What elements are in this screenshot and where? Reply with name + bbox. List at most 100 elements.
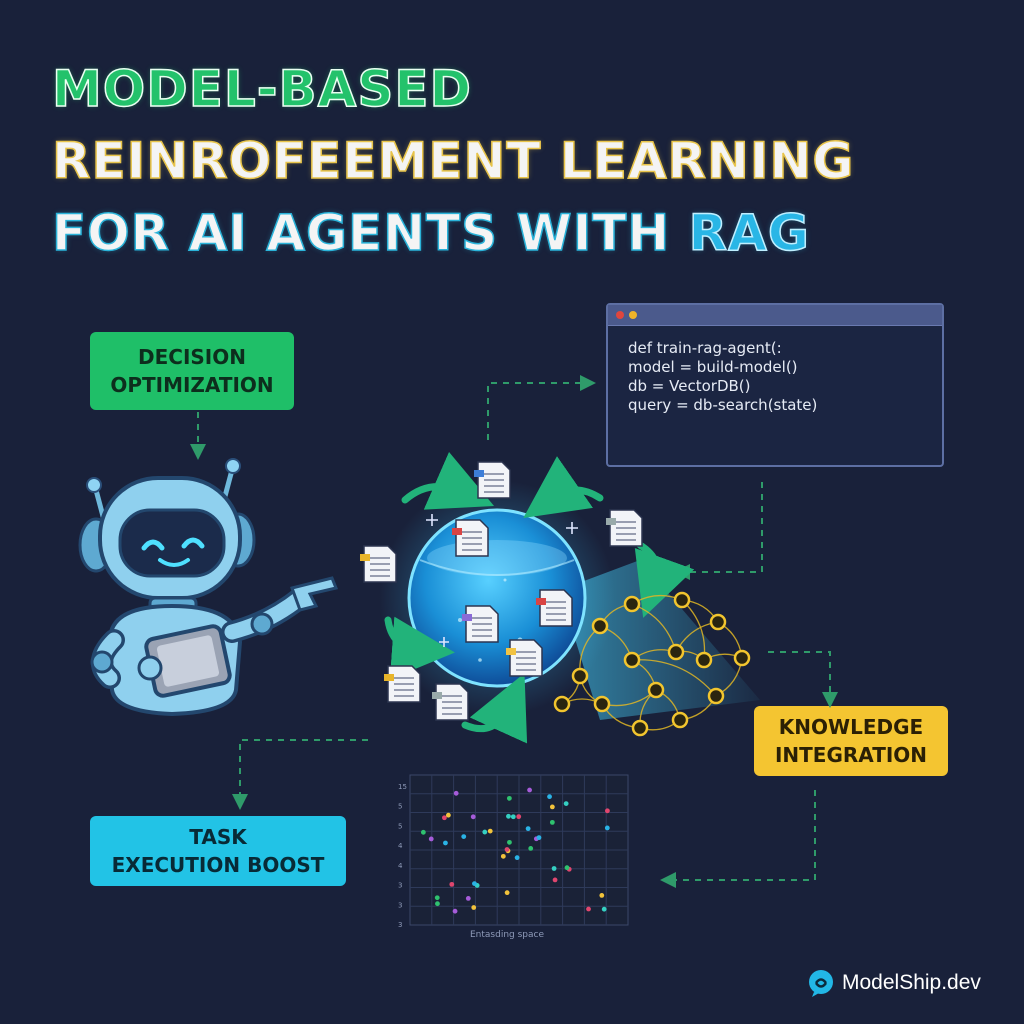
y-tick-label: 5 bbox=[398, 803, 402, 811]
network-node bbox=[571, 667, 589, 685]
scatter-point bbox=[604, 825, 610, 831]
scatter-point bbox=[461, 834, 467, 839]
scatter-point bbox=[500, 853, 506, 859]
scatter-point bbox=[551, 866, 557, 871]
scatter-point bbox=[549, 819, 555, 825]
document-icon bbox=[360, 545, 397, 583]
tag-line: EXECUTION BOOST bbox=[111, 853, 325, 877]
y-tick-label: 3 bbox=[398, 882, 402, 890]
y-tick-label: 4 bbox=[398, 862, 403, 870]
brand: ModelShip.dev bbox=[806, 968, 981, 998]
decision-optimization-tag: DECISION OPTIMIZATION bbox=[90, 332, 294, 410]
title-line-2: REINROFEEMENT LEARNING bbox=[51, 131, 855, 191]
scatter-point bbox=[474, 883, 480, 888]
y-tick-label: 4 bbox=[398, 842, 403, 850]
scatter-point bbox=[487, 828, 493, 834]
document-icon bbox=[474, 461, 511, 499]
scatter-point bbox=[527, 787, 532, 793]
scatter-point bbox=[420, 829, 426, 835]
scatter-point bbox=[505, 848, 511, 854]
title-line-3: FOR AI AGENTS WITH RAG bbox=[51, 203, 810, 263]
sparkle-icon bbox=[426, 514, 578, 647]
document-icon bbox=[536, 589, 573, 627]
chat-logo-icon bbox=[809, 970, 833, 997]
task-execution-boost-tag: TASK EXECUTION BOOST bbox=[90, 816, 346, 886]
scatter-point bbox=[471, 905, 477, 910]
brand-name: ModelShip.dev bbox=[842, 971, 981, 994]
y-tick-label: 15 bbox=[398, 783, 407, 791]
document-icon bbox=[506, 639, 543, 677]
network-node bbox=[709, 613, 727, 631]
network-icon bbox=[553, 591, 751, 737]
scatter-point bbox=[445, 812, 451, 818]
code-window-titlebar bbox=[608, 305, 942, 326]
title-rag-accent: RAG bbox=[688, 203, 810, 263]
cycle-arrow-icon bbox=[384, 451, 695, 744]
scatter-point bbox=[470, 814, 476, 820]
scatter-point bbox=[506, 795, 512, 801]
scatter-point bbox=[435, 901, 440, 907]
code-body: def train-rag-agent(: model = build-mode… bbox=[628, 339, 817, 415]
scatter-point bbox=[434, 895, 440, 901]
document-icon bbox=[384, 665, 421, 703]
scatter-point bbox=[552, 877, 558, 883]
scatter-point bbox=[449, 881, 455, 887]
tag-line: INTEGRATION bbox=[774, 743, 928, 767]
scatter-point bbox=[563, 801, 569, 807]
network-node bbox=[593, 695, 611, 713]
scatter-point bbox=[506, 813, 511, 819]
scatter-point bbox=[443, 840, 448, 846]
network-node bbox=[623, 651, 641, 669]
y-tick-label: 3 bbox=[398, 901, 402, 909]
network-node bbox=[623, 595, 641, 613]
code-window: def train-rag-agent(: model = build-mode… bbox=[606, 303, 944, 467]
document-icon bbox=[432, 683, 469, 721]
scatter-point bbox=[442, 815, 447, 821]
network-node bbox=[707, 687, 725, 705]
sphere-icon bbox=[379, 480, 615, 716]
network-node bbox=[647, 681, 665, 699]
scatter-point bbox=[510, 814, 516, 820]
scatter-point bbox=[601, 906, 607, 912]
document-icon bbox=[606, 509, 643, 547]
title-line-3-text: FOR AI AGENTS WITH bbox=[51, 203, 689, 263]
scatter-point bbox=[482, 829, 488, 835]
scatter-point bbox=[428, 836, 434, 842]
tag-line: DECISION bbox=[138, 345, 246, 369]
tag-line: KNOWLEDGE bbox=[778, 715, 924, 739]
scatter-point bbox=[536, 835, 542, 841]
projection-beam bbox=[560, 560, 760, 720]
code-line: model = build-model() bbox=[628, 358, 798, 376]
scatter-point bbox=[465, 895, 471, 901]
scatter-point bbox=[533, 836, 539, 842]
network-node bbox=[673, 591, 691, 609]
scatter-point bbox=[516, 814, 522, 820]
window-dot-red-icon bbox=[616, 311, 624, 319]
network-node bbox=[631, 719, 649, 737]
scatter-point bbox=[504, 890, 510, 896]
scatter-point bbox=[452, 908, 458, 914]
scatter-point bbox=[472, 881, 477, 886]
tablet-icon bbox=[137, 624, 232, 698]
scatter-point bbox=[507, 839, 512, 845]
scatter-point bbox=[566, 866, 572, 872]
y-tick-label: 5 bbox=[398, 822, 402, 830]
network-node bbox=[695, 651, 713, 669]
scatter-point bbox=[525, 826, 531, 832]
network-node bbox=[553, 695, 571, 713]
embedding-plot: 15 5 5 4 4 3 3 3 bbox=[398, 774, 629, 929]
scatter-point bbox=[547, 794, 552, 800]
window-dot-yellow-icon bbox=[629, 311, 637, 319]
code-line: query = db-search(state) bbox=[628, 396, 818, 414]
network-node bbox=[671, 711, 689, 729]
scatter-point bbox=[528, 845, 534, 851]
document-icon bbox=[462, 605, 499, 643]
embedding-plot-caption: Entasding space bbox=[470, 930, 545, 940]
scatter-point bbox=[453, 790, 459, 796]
document-icon bbox=[360, 461, 643, 721]
tag-line: OPTIMIZATION bbox=[110, 373, 274, 397]
y-tick-label: 3 bbox=[398, 921, 402, 929]
code-line: db = VectorDB() bbox=[628, 377, 751, 395]
scatter-point bbox=[514, 855, 520, 861]
